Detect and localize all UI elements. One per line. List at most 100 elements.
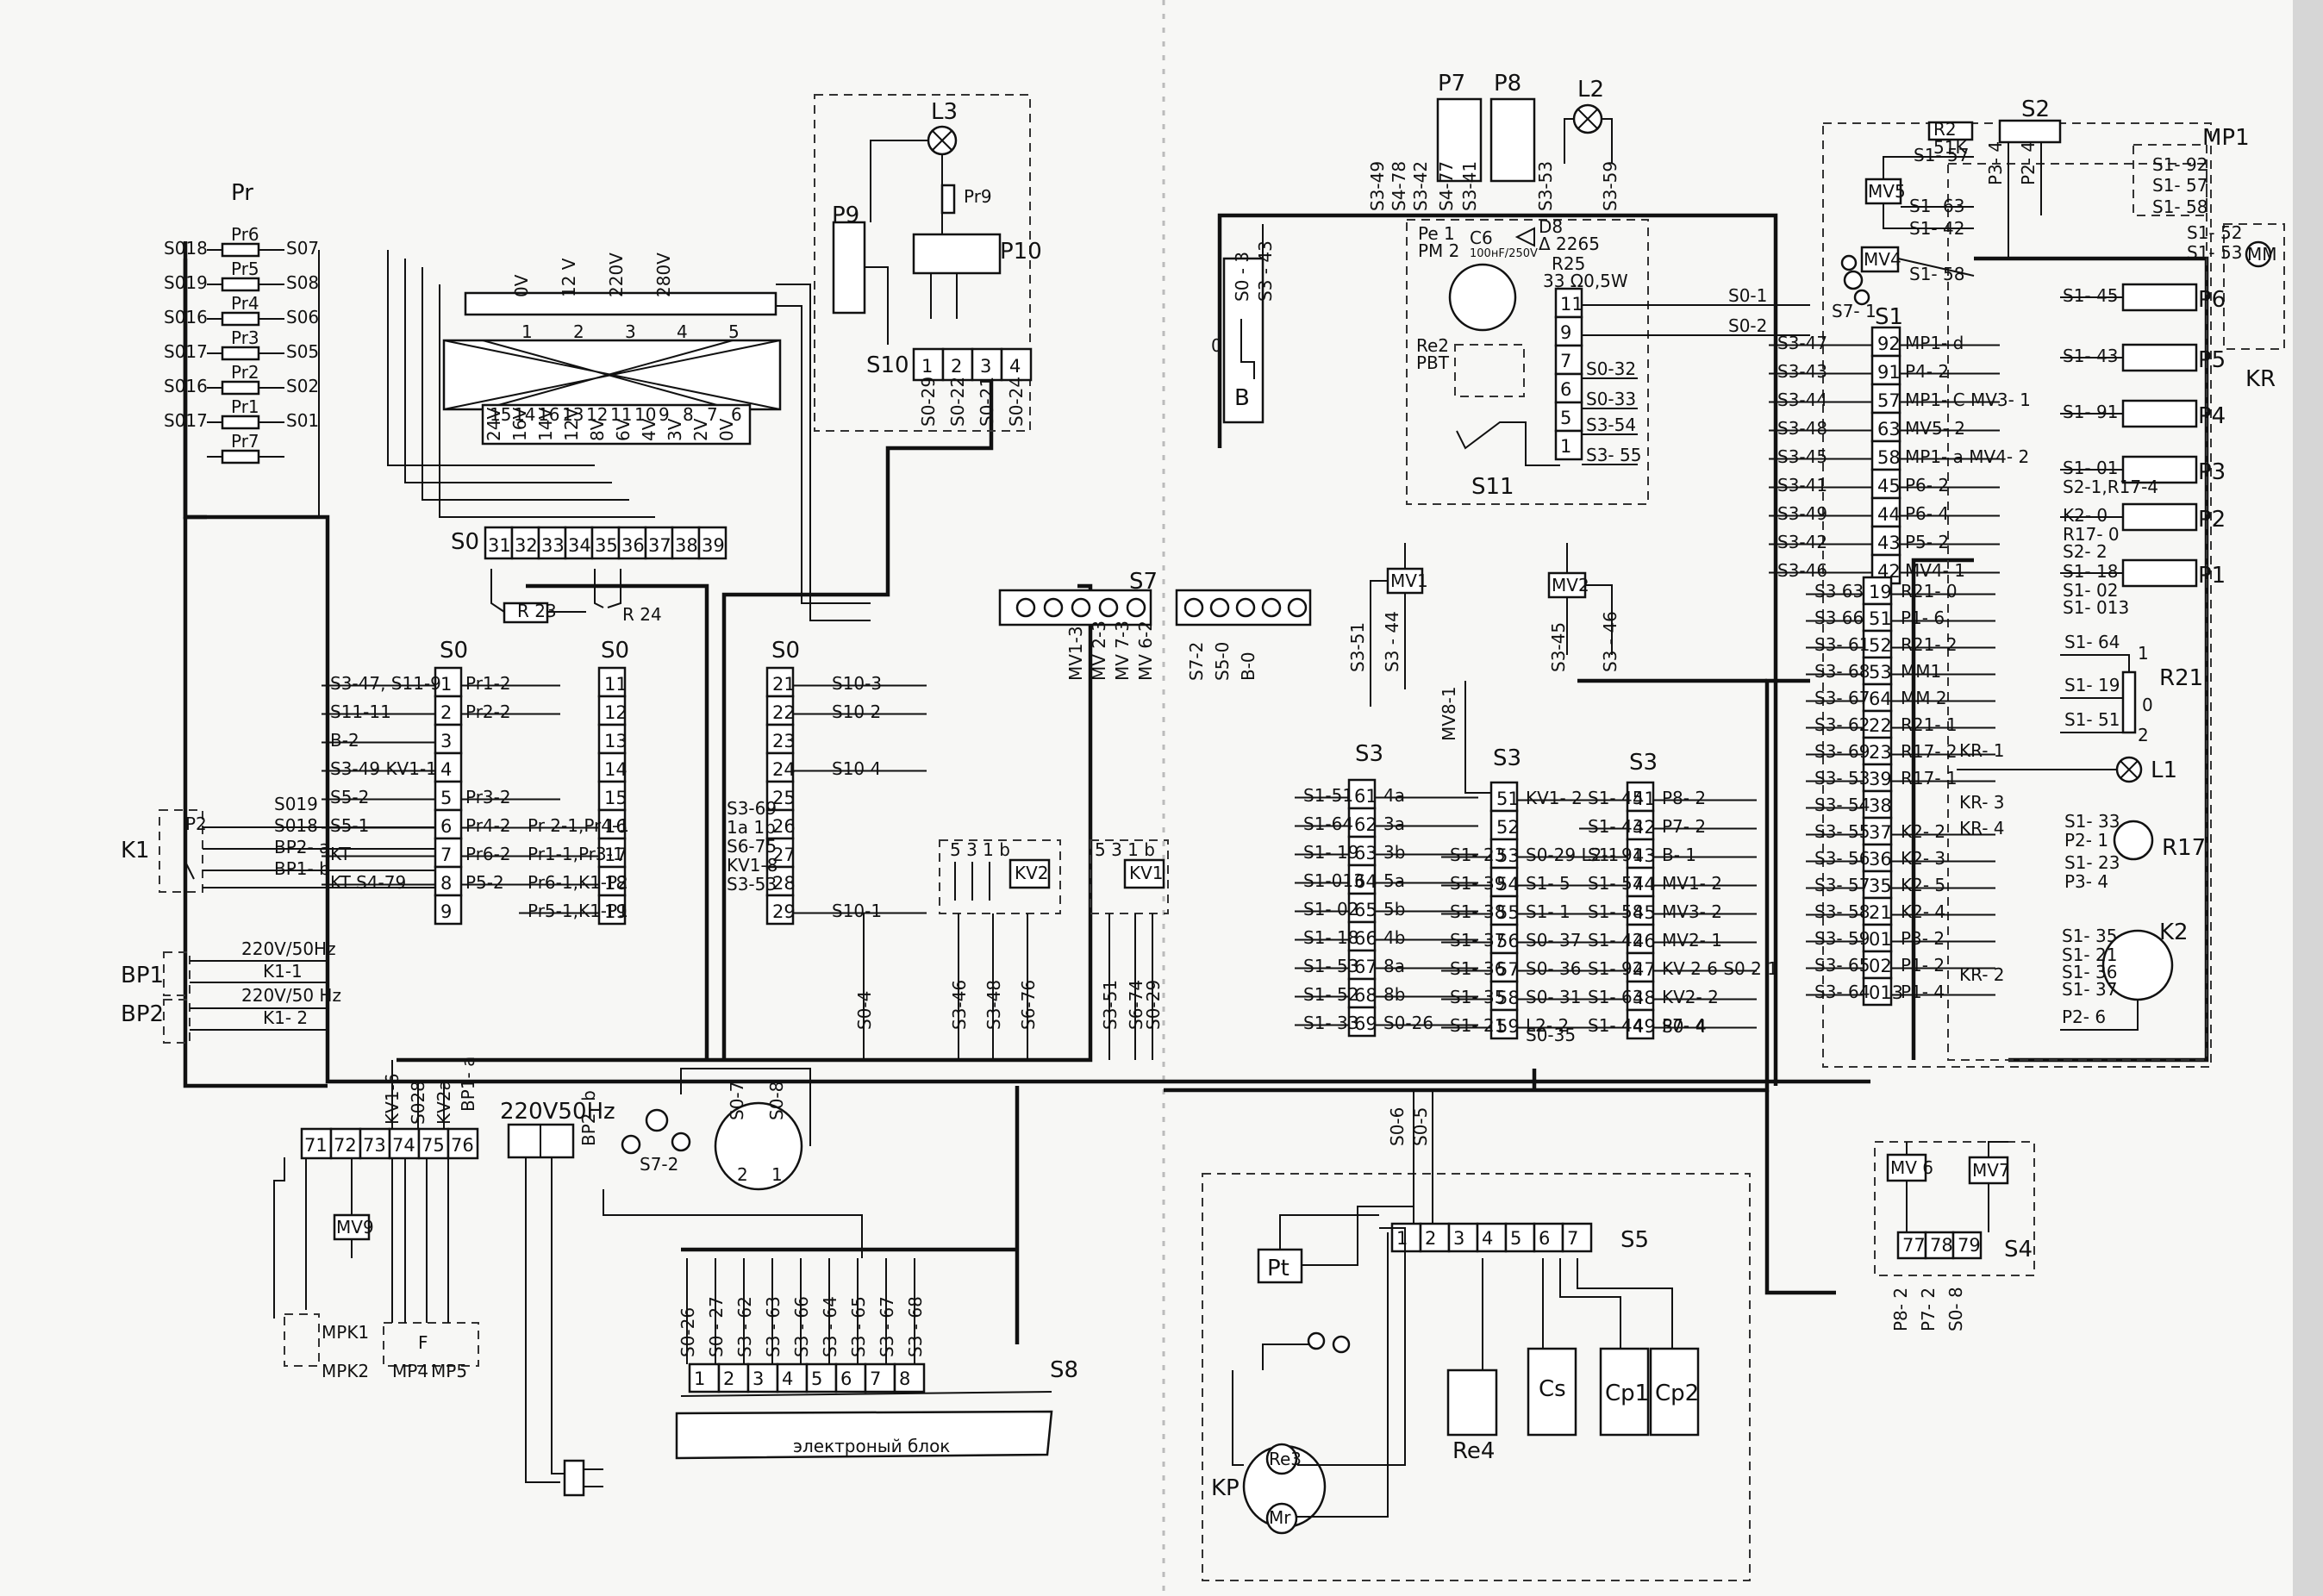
kr-mm: MM <box>2247 244 2277 265</box>
d8-value: Δ 2265 <box>1539 234 1600 254</box>
s0a-right-label: Pr4-2 <box>465 815 511 836</box>
r17-label: R17 <box>2162 835 2206 861</box>
s10-pin-2: 2 <box>951 356 962 377</box>
r21-label: R21 <box>2159 665 2203 691</box>
s0b-left-label: Pr5-1,K1-P1 <box>528 901 628 921</box>
pr-left-label: S016 <box>164 376 208 396</box>
kv2-pins: 5 3 1 b <box>950 839 1010 860</box>
s0top-pin-box <box>564 526 594 560</box>
pr9-label: Pr9 <box>964 186 992 207</box>
s0a-right-label: Pr2-2 <box>465 701 511 722</box>
s3c-pin-45: 45 <box>1633 902 1656 923</box>
s0top-pin-box <box>484 526 514 560</box>
s0a-pin-2: 2 <box>440 702 452 723</box>
s0a-ext-label: BP2- a <box>274 837 329 857</box>
s5-pin-6: 6 <box>1539 1228 1550 1249</box>
s4-pin-77: 77 <box>1902 1235 1926 1256</box>
f-label: F <box>418 1332 428 1353</box>
mv9-label: MV9 <box>336 1217 374 1238</box>
s3c-right-label: B- 1 <box>1662 845 1696 865</box>
s1bot-right-label: P1- 6 <box>1901 608 1945 628</box>
s1bot-pin-19: 19 <box>1869 582 1892 602</box>
kr-wire-2: S1- 53 <box>2187 242 2242 263</box>
s3c-right-label: KV2- 2 <box>1662 987 1719 1007</box>
motor-mp1: MP1 S1- 92 S1- 57 S1- 58 <box>2133 125 2250 217</box>
s1bot-right-label: MM 2 <box>1901 688 1947 708</box>
relay-P4-body <box>2121 399 2198 428</box>
s0b-left-label: Pr 2-1,Pr4-1 <box>528 815 629 836</box>
s10-pin-4: 4 <box>1009 356 1021 377</box>
s1top-right-label: MP1- d <box>1905 333 1964 353</box>
s1bot-pin-box <box>1862 789 1893 820</box>
s0c-pin-21: 21 <box>772 674 796 695</box>
s3c-pin-48: 48 <box>1633 988 1656 1008</box>
s1bot-right-label: P3- 2 <box>1901 928 1945 949</box>
s3c-pin-44: 44 <box>1633 874 1656 895</box>
s0c-left-label: S6-75 <box>727 836 777 857</box>
s3b-title: S3 <box>1493 745 1521 771</box>
mv5-label: MV5 <box>1868 181 1906 202</box>
s0a-ext-label: S019 <box>274 794 318 814</box>
mpk2-label: MPK2 <box>322 1361 369 1381</box>
tap-num: 14 <box>514 404 535 425</box>
s2-wire-2: P2- 4 <box>2018 141 2039 185</box>
main-bus <box>183 213 2209 1344</box>
s8-pin-1: 1 <box>694 1368 705 1389</box>
s0a-pin-3: 3 <box>440 731 452 751</box>
s1bot-pin-box <box>1862 683 1893 713</box>
r25-label: R25 <box>1552 253 1585 274</box>
s1bot-pin-52: 52 <box>1869 635 1892 656</box>
s1top-left-label: S3-45 <box>1777 446 1827 467</box>
s1bot-pin-38: 38 <box>1869 795 1892 816</box>
bp1-line2: K1-1 <box>263 961 303 982</box>
s7-wire: MV 6-2 <box>1135 620 1156 681</box>
bp1-line1: 220V/50Hz <box>241 938 336 959</box>
s72-label: S7-2 <box>640 1154 678 1175</box>
terminal-screw-icon <box>1261 597 1282 618</box>
s3c-pin-49: 49 <box>1633 1016 1656 1037</box>
fuse-Pr2: Pr2 <box>231 362 259 383</box>
s3c-left-label: S1- 44 <box>1588 1015 1643 1036</box>
s3a-right-label: 4a <box>1383 785 1405 806</box>
tap-num: 5 <box>728 321 740 342</box>
p7p8-wire: S3-42 <box>1410 161 1431 211</box>
s0a-pin-8: 8 <box>440 873 452 894</box>
s10-pin-box <box>1000 347 1033 382</box>
mv1-wire-2: S3 - 44 <box>1382 611 1402 672</box>
s1bot-right-label: P1- 2 <box>1901 955 1945 976</box>
s0a-pin-box <box>434 808 463 840</box>
r21-pin-0: 0 <box>2142 695 2153 715</box>
s1top-left-label: S3-46 <box>1777 560 1827 581</box>
s0a-left-label: S3-49 KV1-1 <box>330 758 437 779</box>
pm2-label: PM 2 <box>1418 240 1459 261</box>
s0b-pin-17: 17 <box>604 845 628 865</box>
pt-label: Pt <box>1267 1256 1290 1281</box>
p7p8-wire: S3-49 <box>1367 161 1388 211</box>
s1-kr-label: KR- 2 <box>1959 964 2005 985</box>
s1top-pin-box <box>1870 326 1901 358</box>
s0b-pin-box <box>597 723 627 755</box>
s0-c-title: S0 <box>771 638 800 664</box>
s0a-left-label: S3-47, S11-9 <box>330 673 441 694</box>
relay-P5-wire: S1- 43 <box>2063 346 2118 366</box>
s1bot-right-label: K2- 2 <box>1901 821 1945 842</box>
fuse-Pr5: Pr5 <box>231 259 259 279</box>
l3-label: L3 <box>931 99 958 125</box>
l2-label: L2 <box>1577 77 1604 103</box>
s3b-pin-56: 56 <box>1496 931 1520 951</box>
valve-mv4: MV4 S1- 58 S7- 1 <box>1832 246 1975 321</box>
s1bot-left-label: S3- 55 <box>1814 821 1870 842</box>
pr-left-label: S017 <box>164 410 208 431</box>
s3c-pin-42: 42 <box>1633 817 1656 838</box>
s8-pin-4: 4 <box>782 1368 793 1389</box>
s0c-left-label: 1a 1b <box>727 817 776 838</box>
l1-label: L1 <box>2151 757 2177 783</box>
s1top-pin-58: 58 <box>1877 447 1901 468</box>
s3b-pin-54: 54 <box>1496 874 1520 895</box>
block-bp2: BP2 220V/50 Hz K1- 2 <box>121 985 341 1044</box>
k2-label: K2 <box>2159 920 2189 945</box>
relay-P2-wire2: R17- 0 <box>2063 524 2120 545</box>
